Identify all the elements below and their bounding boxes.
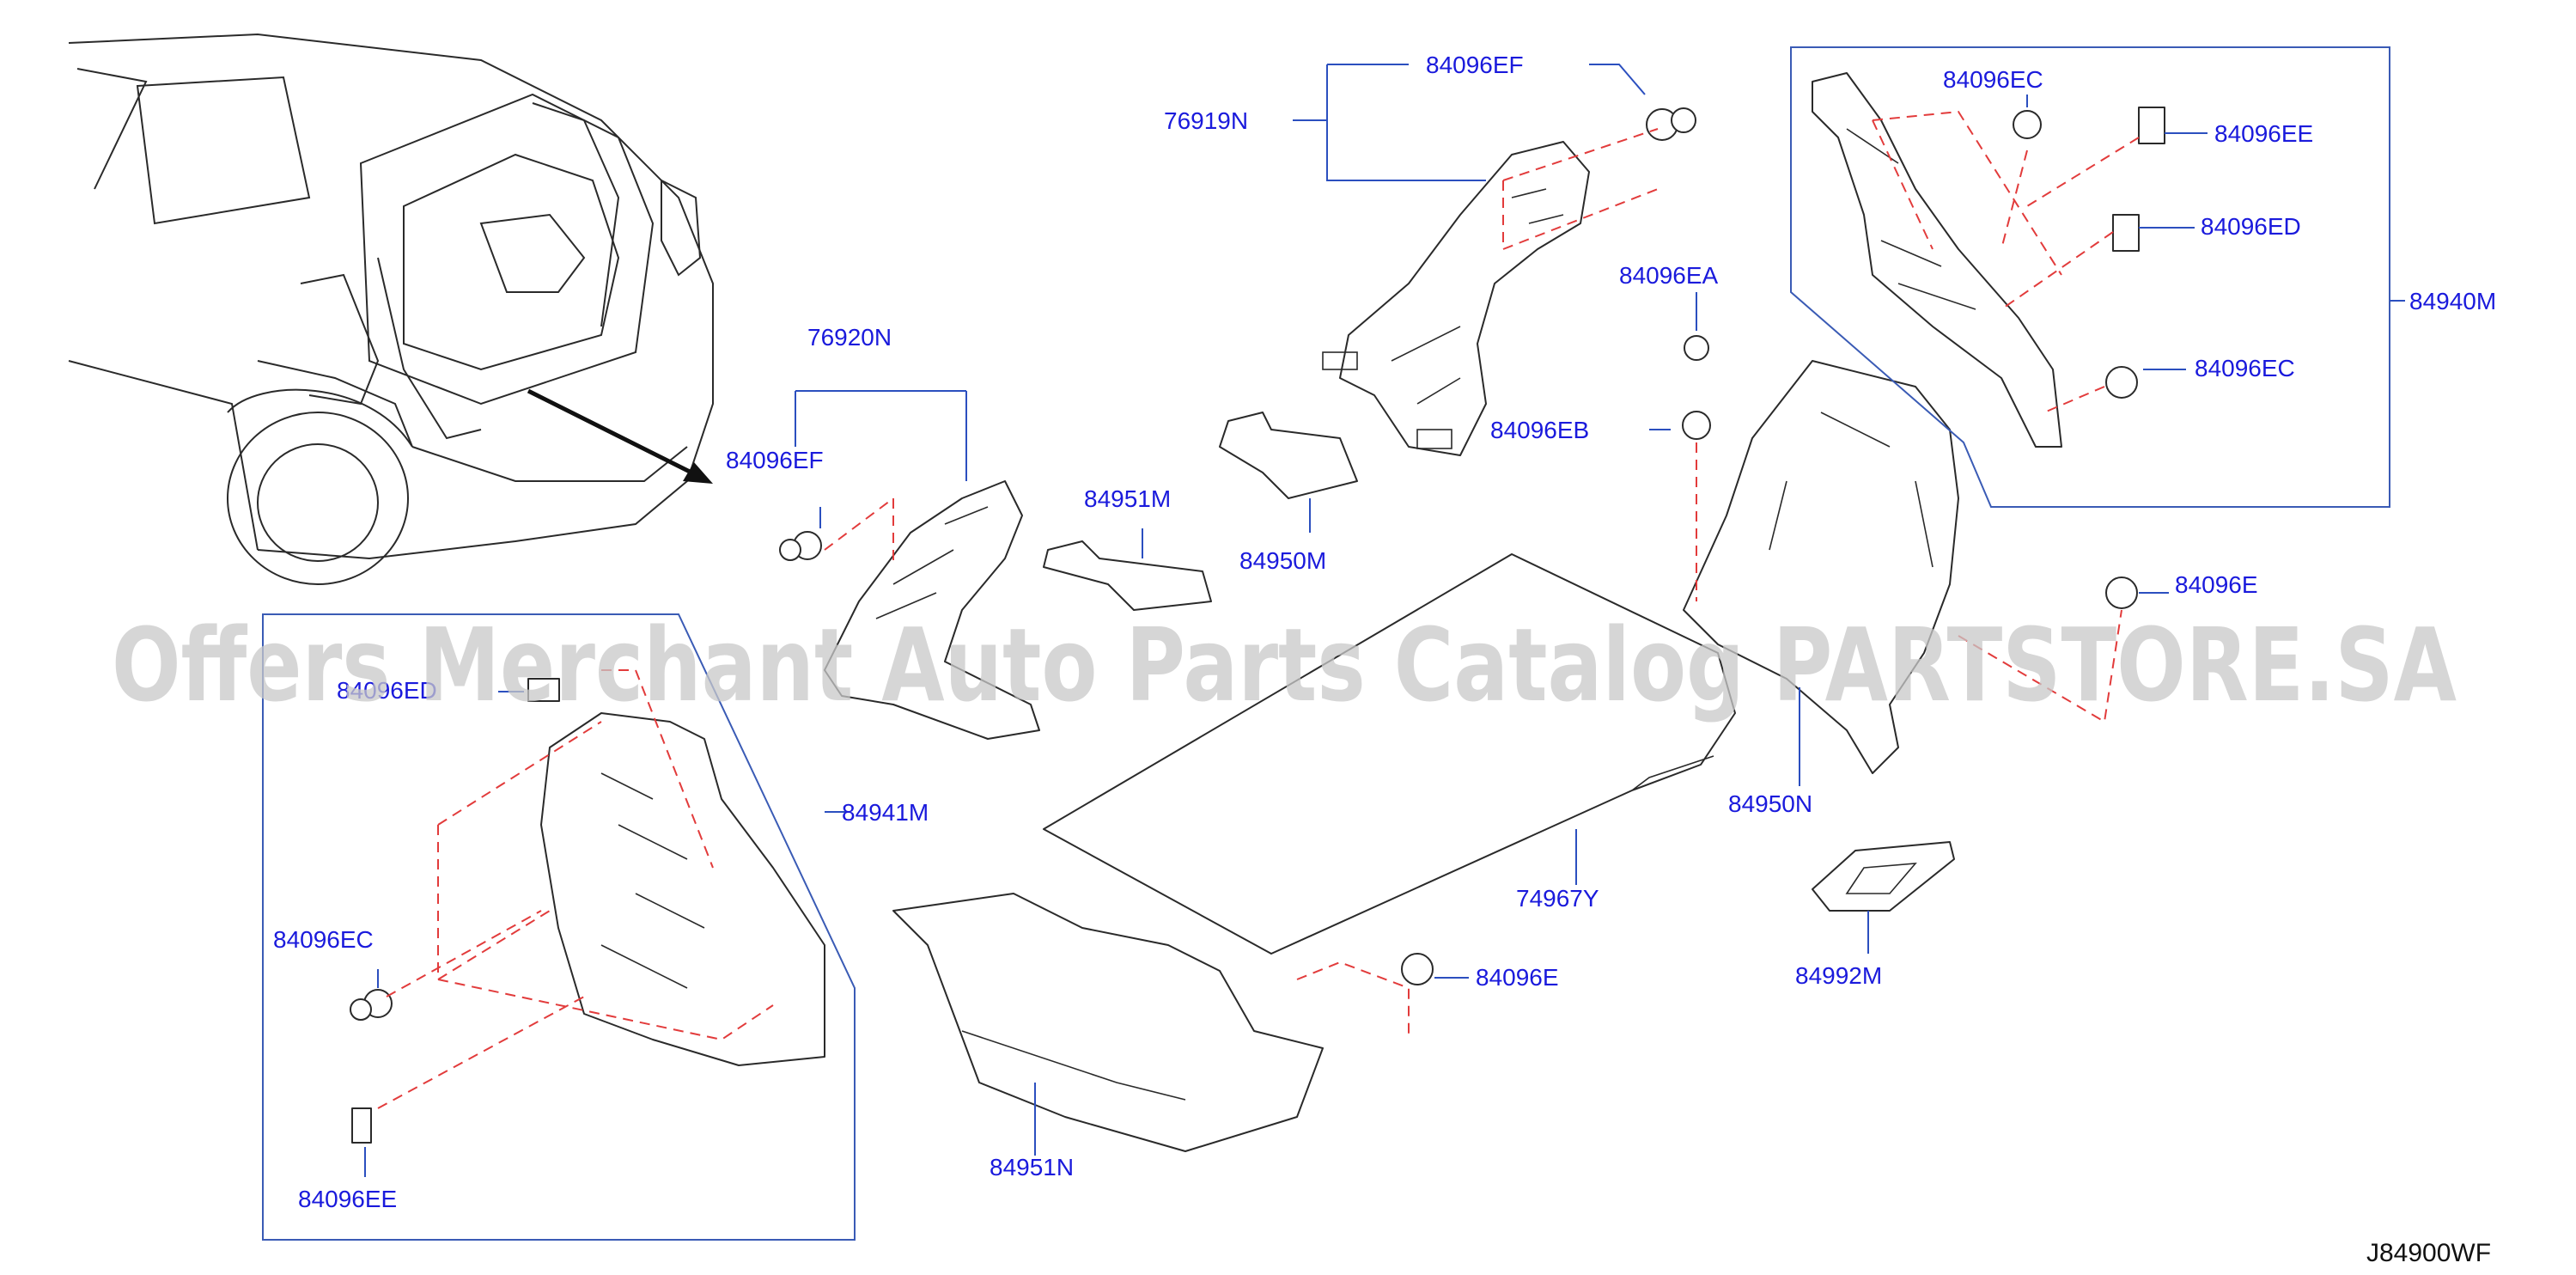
label-76920N[interactable]: 76920N [807, 324, 892, 351]
label-84096EE-box[interactable]: 84096EE [2214, 120, 2313, 147]
bracket-84992M[interactable] [1812, 841, 1955, 912]
label-84940M[interactable]: 84940M [2409, 288, 2496, 314]
label-84096ED-box[interactable]: 84096ED [2201, 213, 2301, 240]
group-box-84940M [1790, 46, 2390, 508]
label-76919N[interactable]: 76919N [1164, 107, 1248, 134]
label-84096ED-left[interactable]: 84096ED [337, 677, 437, 704]
side-trim-84950N[interactable] [1683, 360, 1959, 774]
label-84096EC-box[interactable]: 84096EC [1943, 66, 2043, 93]
label-84096EF-left[interactable]: 84096EF [726, 447, 824, 473]
vehicle-rear-illustration [68, 33, 714, 585]
label-84951N[interactable]: 84951N [990, 1154, 1074, 1180]
label-84941M[interactable]: 84941M [842, 799, 929, 826]
trim-panel-76920N[interactable] [824, 480, 1040, 740]
label-84096EC-box2[interactable]: 84096EC [2195, 355, 2295, 381]
assembly-lines [377, 110, 2140, 1109]
trim-panel-76919N[interactable] [1322, 141, 1590, 456]
label-84096E-mid[interactable]: 84096E [1476, 964, 1559, 991]
mat-84951M[interactable] [1043, 540, 1212, 611]
label-84096EA[interactable]: 84096EA [1619, 262, 1719, 289]
floor-side-trim-84951N[interactable] [892, 893, 1324, 1152]
group-box-84941M [262, 613, 856, 1241]
label-84096E-right[interactable]: 84096E [2175, 571, 2258, 598]
label-84950N[interactable]: 84950N [1728, 790, 1812, 817]
label-84950M[interactable]: 84950M [1239, 547, 1326, 574]
part-labels: 76919N 84096EF 84096EC 84096EE 84096ED 8… [273, 52, 2496, 1212]
label-74967Y[interactable]: 74967Y [1516, 885, 1599, 912]
clip-icon [350, 107, 2165, 1144]
quarter-trim-84941M[interactable] [540, 712, 825, 1066]
pillar-trim-84940M[interactable] [1812, 72, 2062, 448]
diagram-code: J84900WF [2366, 1239, 2491, 1267]
label-84096EC-left[interactable]: 84096EC [273, 926, 374, 953]
label-84096EF-top[interactable]: 84096EF [1426, 52, 1524, 78]
cargo-floor-board-74967Y[interactable] [1043, 553, 1736, 955]
label-84096EE-left[interactable]: 84096EE [298, 1186, 397, 1212]
direction-arrow [527, 388, 713, 484]
mat-84950M[interactable] [1219, 412, 1358, 499]
label-84992M[interactable]: 84992M [1795, 962, 1882, 989]
watermark-text: Offers Merchant Auto Parts Catalog PARTS… [112, 606, 2457, 724]
label-84951M[interactable]: 84951M [1084, 485, 1171, 512]
leader-lines [364, 64, 2405, 1177]
label-84096EB[interactable]: 84096EB [1490, 417, 1589, 443]
